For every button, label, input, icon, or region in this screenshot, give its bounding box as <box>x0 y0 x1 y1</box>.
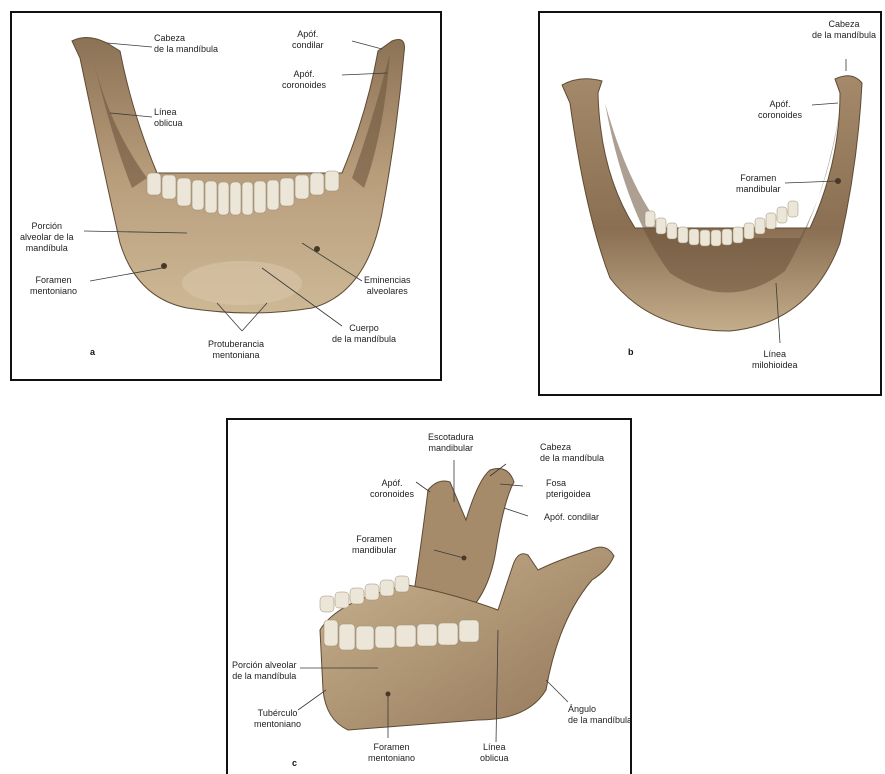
panel-letter-a: a <box>90 347 95 357</box>
panel-letter-c: c <box>292 758 297 768</box>
label-apof-coronoides-c: Apóf.coronoides <box>370 478 414 500</box>
label-apof-coronoides-b: Apóf.coronoides <box>758 99 802 121</box>
label-apof-condilar-c: Apóf. condilar <box>544 512 599 523</box>
mandible-posterior-illustration <box>540 13 882 396</box>
panel-letter-b: b <box>628 347 634 357</box>
label-apof-coronoides: Apóf.coronoides <box>282 69 326 91</box>
label-apof-condilar: Apóf.condilar <box>292 29 324 51</box>
